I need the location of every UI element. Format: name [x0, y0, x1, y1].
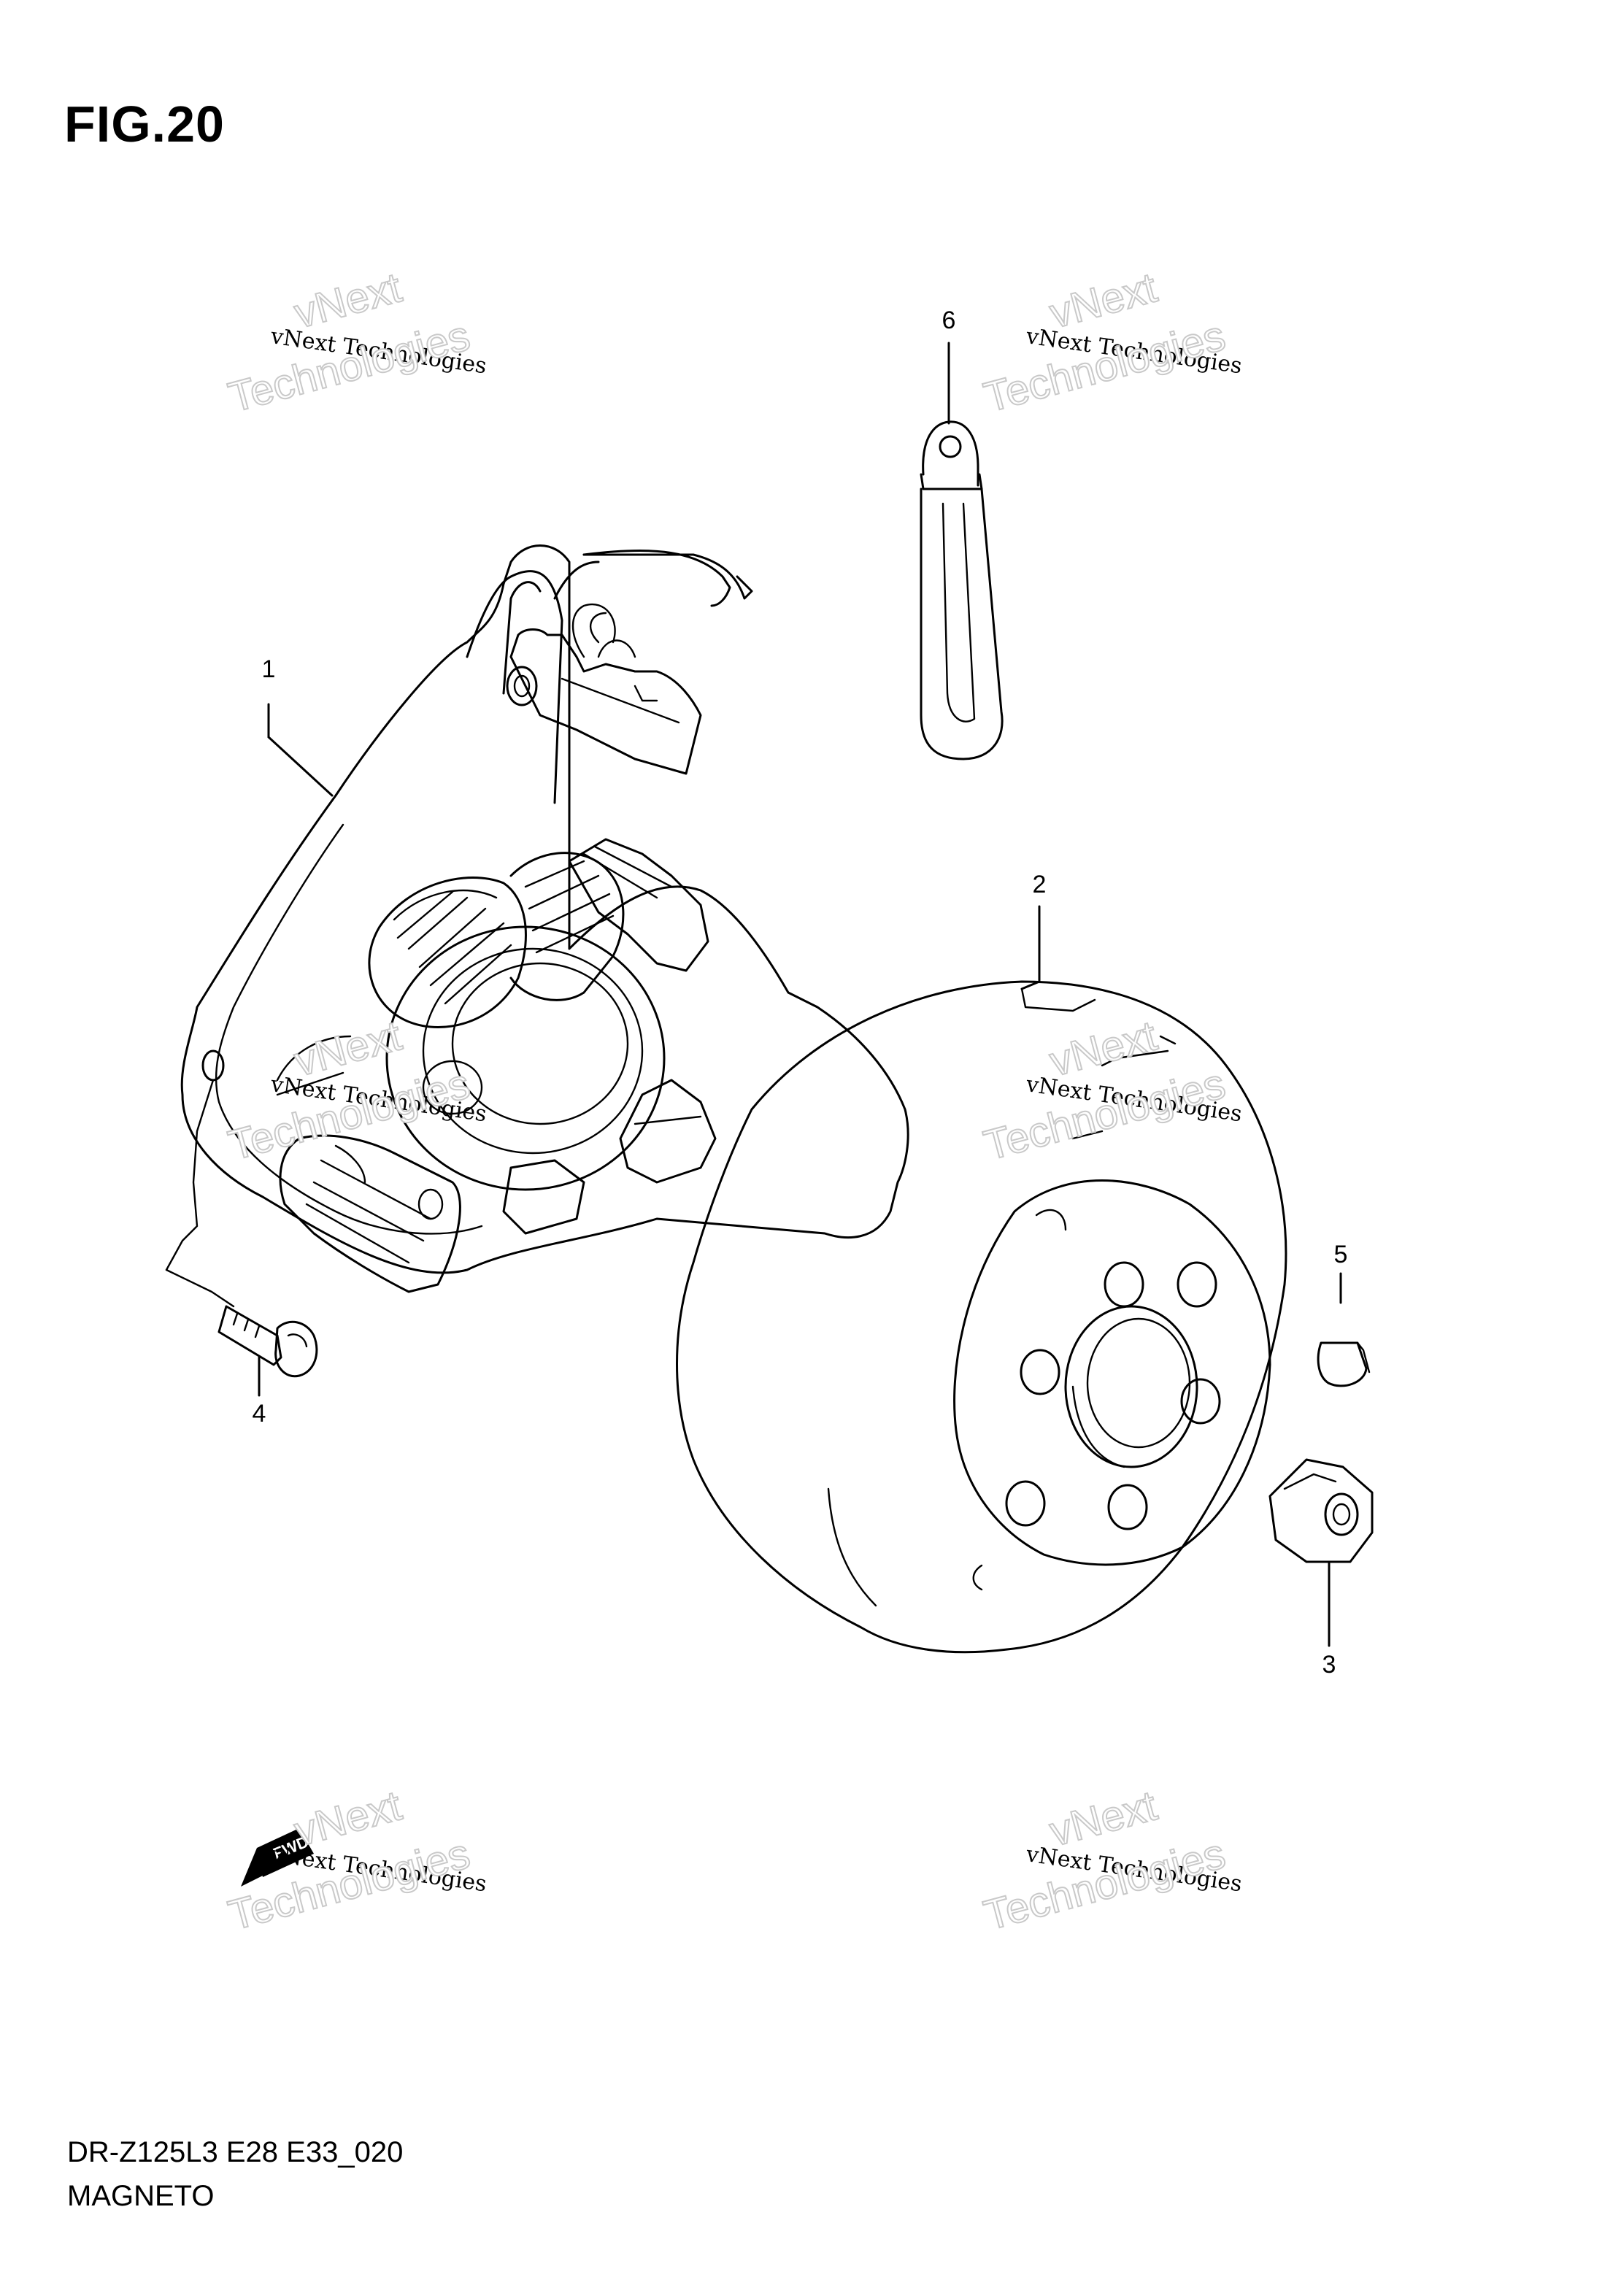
svg-text:Technologies: Technologies — [224, 312, 475, 421]
callout-5: 5 — [1333, 1241, 1348, 1268]
svg-text:Technologies: Technologies — [979, 312, 1231, 421]
callout-6: 6 — [942, 307, 956, 334]
model-code: DR-Z125L3 E28 E33_020 — [67, 2136, 404, 2168]
callout-3: 3 — [1322, 1651, 1336, 1679]
part-5-key — [1317, 1272, 1371, 1387]
part-4-bolt — [165, 1079, 318, 1397]
svg-text:vNext: vNext — [1045, 263, 1162, 337]
callout-2: 2 — [1032, 871, 1047, 898]
part-6-clamp — [920, 342, 1004, 760]
svg-text:vNext: vNext — [1045, 1012, 1162, 1085]
svg-text:Technologies: Technologies — [224, 1060, 475, 1169]
svg-text:vNext: vNext — [290, 263, 407, 337]
part-2-flywheel-rotor — [676, 905, 1287, 1654]
section-title: MAGNETO — [67, 2180, 215, 2212]
callout-4: 4 — [252, 1400, 266, 1428]
figure-title: FIG.20 — [64, 96, 225, 153]
svg-text:Technologies: Technologies — [979, 1830, 1231, 1939]
watermark-bottom-right: vNext vNext Technologies Technologies — [979, 1781, 1244, 1940]
watermark-mid-left: vNext vNext Technologies Technologies — [223, 1011, 488, 1170]
part-1-stator-assembly — [180, 544, 909, 1293]
callout-1: 1 — [261, 655, 276, 683]
part-3-nut — [1268, 1458, 1374, 1647]
svg-text:vNext: vNext — [290, 1781, 407, 1855]
svg-text:Technologies: Technologies — [979, 1060, 1231, 1169]
svg-text:vNext: vNext — [1045, 1781, 1162, 1855]
watermark-top-right: vNext vNext Technologies Technologies — [979, 263, 1244, 422]
watermark-top-left: vNext vNext Technologies Technologies — [223, 263, 488, 422]
watermark-mid-right: vNext vNext Technologies Technologies — [979, 1011, 1244, 1170]
